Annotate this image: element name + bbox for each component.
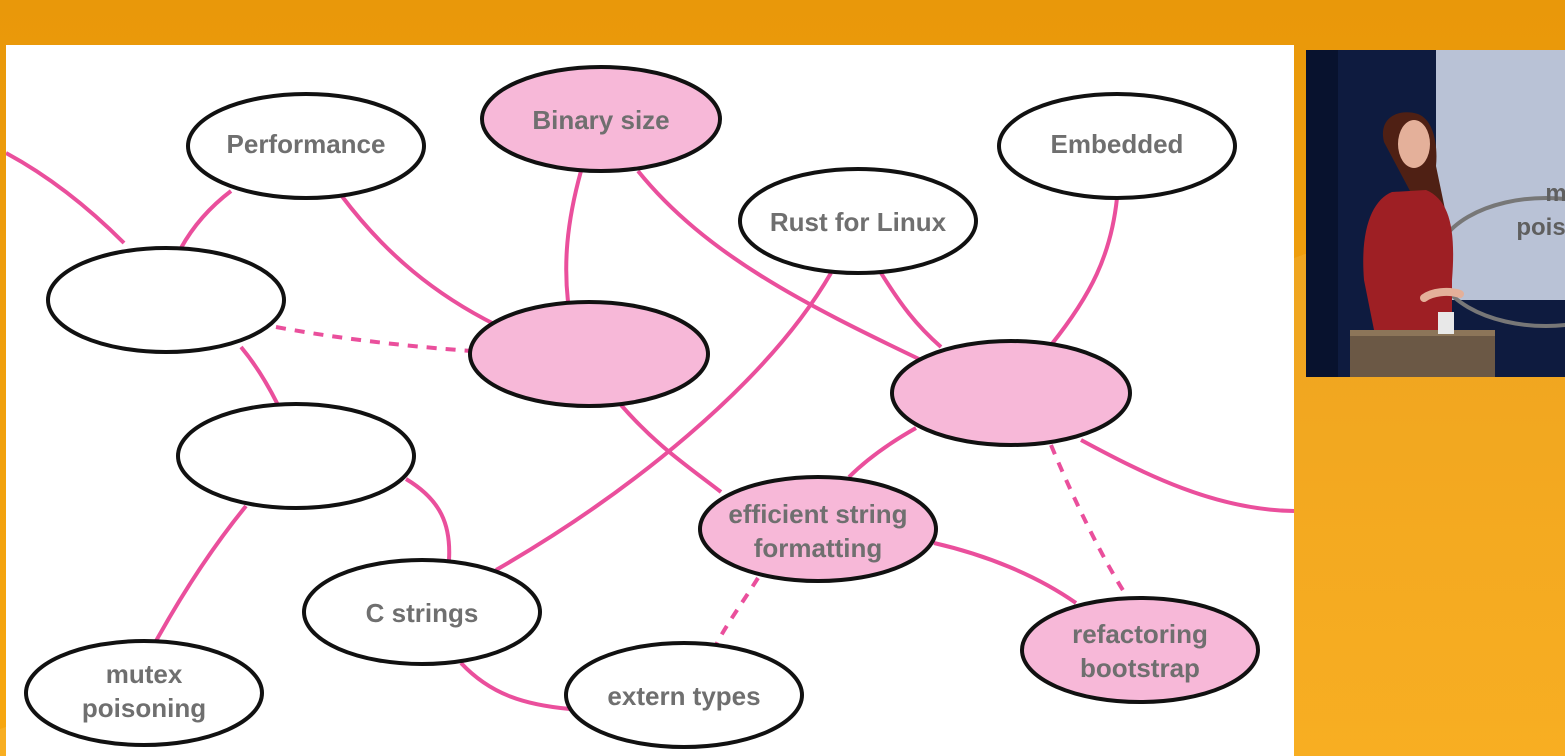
edge-embedded-to-blank-right [1049,197,1119,347]
node-performance-shape [186,92,426,200]
edge-offscreen-1 [6,151,126,245]
node-rust-for-linux: Rust for Linux [738,167,978,275]
node-blank-right [890,339,1132,447]
node-embedded-label: Embedded [1051,129,1184,159]
edge-binary-size-to-blank-center [564,170,583,303]
edge-rust-for-linux-to-blank-right [879,271,943,349]
node-refactoring-bootstrap: refactoring bootstrap [1020,596,1260,704]
node-mutex-poisoning-label-line-2: poisoning [82,693,206,723]
edges [6,151,1294,711]
node-blank-left [46,246,286,354]
edge-blank-left-to-blank-center [275,325,473,353]
speaker-face [1398,120,1430,168]
edge-blank-right-to-efficient-string-formatting [847,426,917,479]
curtain-left [1306,50,1338,377]
edge-performance-to-blank-center [339,193,497,327]
speaker-video: m pois [1306,50,1565,377]
node-mutex-poisoning: mutex poisoning [24,639,264,747]
edge-performance-to-blank-left [179,189,233,249]
edge-c-strings-to-extern-types [459,661,571,711]
node-blank-center-shape [468,300,710,408]
node-performance: Performance [186,92,426,200]
speaker-body [1363,190,1454,330]
node-rust-for-linux-label: Rust for Linux [770,207,947,237]
edge-blank-right-to-refactoring-bootstrap [1049,444,1130,600]
node-blank-right-shape [890,339,1132,447]
node-binary-size-shape [480,65,722,173]
node-extern-types-shape [564,641,804,749]
edge-blank-left-to-blank-mid-left [239,345,280,406]
node-refactoring-bootstrap-shape [1020,596,1260,704]
node-refactoring-bootstrap-label-line-2: bootstrap [1080,653,1200,683]
node-c-strings-shape [302,558,542,666]
edge-rust-for-linux-to-c-strings [495,271,833,572]
node-blank-mid-left [176,402,416,510]
lectern [1350,330,1495,377]
microphone-stand [1438,312,1454,334]
edge-binary-size-to-blank-right [636,169,922,362]
node-performance-label: Performance [227,129,386,159]
node-mutex-poisoning-label-line-1: mutex [106,659,183,689]
node-blank-left-shape [46,246,286,354]
node-efficient-string-formatting: efficient string formatting [698,475,938,583]
node-mutex-poisoning-shape [24,639,264,747]
edge-efficient-string-formatting-to-extern-types [714,576,760,646]
node-rust-for-linux-shape [738,167,978,275]
node-refactoring-bootstrap-label-line-1: refactoring [1072,619,1208,649]
edge-blank-mid-left-to-c-strings [404,477,452,561]
edge-blank-mid-left-to-mutex-poisoning [154,504,248,642]
node-embedded: Embedded [997,92,1237,200]
projection-screen [1436,50,1565,300]
node-c-strings-label: C strings [366,598,479,628]
node-embedded-shape [997,92,1237,200]
node-efficient-string-formatting-label-line-2: formatting [754,533,883,563]
node-blank-mid-left-shape [176,402,416,510]
speaker-video-frame: m pois [1306,50,1565,377]
node-binary-size-label: Binary size [532,105,669,135]
node-extern-types-label: extern types [607,681,760,711]
edge-offscreen-2 [1080,438,1294,513]
lectern-top [1350,330,1495,336]
node-extern-types: extern types [564,641,804,749]
node-c-strings: C strings [302,558,542,666]
screen-text-line-1: m [1545,180,1565,207]
speaker-hand [1420,287,1464,302]
node-blank-center [468,300,710,408]
screen-text-line-2: pois [1516,214,1565,241]
node-efficient-string-formatting-label-line-1: efficient string [728,499,907,529]
edge-efficient-string-formatting-to-refactoring-bootstrap [933,541,1078,605]
edge-blank-center-to-efficient-string-formatting [619,403,723,494]
node-binary-size: Binary size [480,65,722,173]
node-efficient-string-formatting-shape [698,475,938,583]
